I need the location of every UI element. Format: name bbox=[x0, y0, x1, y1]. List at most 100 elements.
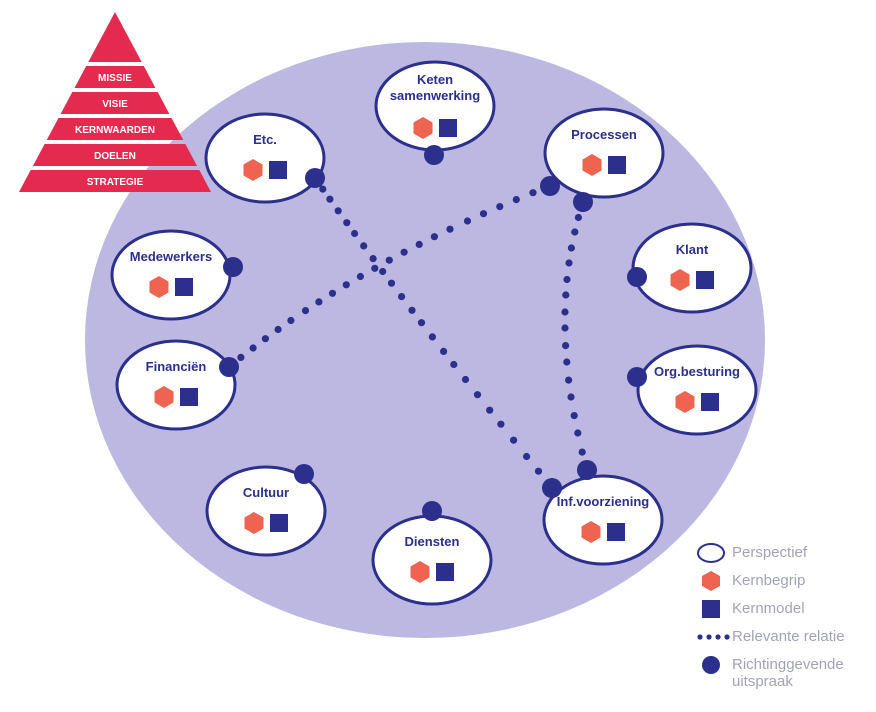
relation-dot bbox=[385, 256, 393, 264]
relation-dot bbox=[334, 207, 342, 215]
square-icon bbox=[696, 271, 714, 289]
perspective-etc[interactable]: Etc. bbox=[204, 112, 326, 204]
relation-dot bbox=[565, 376, 573, 384]
richtinggevende-uitspraak-dot[interactable] bbox=[223, 257, 243, 277]
perspective-label: Diensten bbox=[405, 534, 460, 549]
relation-dot bbox=[287, 316, 295, 325]
relation-dot bbox=[563, 275, 571, 284]
square-icon bbox=[439, 119, 457, 137]
hexagon-icon bbox=[670, 269, 690, 291]
relations-layer bbox=[237, 185, 586, 475]
richtinggevende-uitspraak-dot[interactable] bbox=[627, 267, 647, 287]
dot-icon bbox=[702, 656, 720, 674]
relation-dot bbox=[529, 189, 537, 197]
relation-dot bbox=[574, 429, 582, 437]
dotted-line-icon bbox=[697, 634, 730, 640]
relation-dot bbox=[315, 298, 323, 306]
legend-label-relevante-relatie: Relevante relatie bbox=[732, 628, 845, 645]
relation-dot bbox=[561, 308, 569, 316]
perspective-infvoorziening[interactable]: Inf.voorziening bbox=[542, 460, 664, 566]
legend-label-richtinggevende-uitspraak: Richtinggevende uitspraak bbox=[732, 656, 844, 690]
perspective-label: Cultuur bbox=[243, 485, 289, 500]
relation-dot bbox=[509, 436, 518, 444]
pyramid-level-label: STRATEGIE bbox=[87, 177, 144, 188]
richtinggevende-uitspraak-dot[interactable] bbox=[422, 501, 442, 521]
hexagon-icon bbox=[244, 512, 264, 534]
relation-processen-financien bbox=[237, 189, 537, 361]
richtinggevende-uitspraak-dot[interactable] bbox=[627, 367, 647, 387]
richtinggevende-uitspraak-dot[interactable] bbox=[305, 168, 325, 188]
relation-dot bbox=[571, 228, 579, 236]
perspective-processen[interactable]: Processen bbox=[540, 107, 665, 212]
legend-label-perspectief: Perspectief bbox=[732, 544, 808, 561]
relation-dot bbox=[343, 219, 351, 227]
relation-dot bbox=[360, 242, 368, 250]
hexagon-icon bbox=[675, 391, 695, 413]
perspective-ellipse bbox=[205, 465, 327, 557]
richtinggevende-uitspraak-dot[interactable] bbox=[573, 192, 593, 212]
legend-item-richtinggevende-uitspraak: Richtinggevende uitspraak bbox=[696, 654, 844, 690]
relation-dot bbox=[561, 324, 569, 332]
perspective-ellipse bbox=[204, 112, 326, 204]
perspective-orgbesturing[interactable]: Org.besturing bbox=[627, 344, 758, 436]
relation-dot bbox=[567, 244, 576, 252]
relation-dot bbox=[369, 255, 377, 263]
pyramid-top bbox=[88, 12, 142, 62]
hexagon-icon bbox=[410, 561, 430, 583]
relation-processen-infvoorziening bbox=[561, 213, 586, 456]
relation-dot bbox=[301, 307, 310, 315]
relation-dot bbox=[387, 279, 396, 287]
perspective-label: Processen bbox=[571, 127, 637, 142]
perspective-klant[interactable]: Klant bbox=[627, 222, 753, 314]
relation-dot bbox=[486, 406, 494, 414]
perspective-diensten[interactable]: Diensten bbox=[371, 501, 493, 606]
richtinggevende-uitspraak-dot[interactable] bbox=[424, 145, 444, 165]
legend-item-kernbegrip: Kernbegrip bbox=[696, 570, 805, 592]
relation-dot bbox=[417, 319, 426, 327]
square-icon bbox=[607, 523, 625, 541]
hexagon-icon bbox=[581, 521, 601, 543]
relation-dot bbox=[428, 333, 436, 341]
pyramid-level-visie: VISIE bbox=[60, 92, 170, 114]
richtinggevende-uitspraak-dot[interactable] bbox=[577, 460, 597, 480]
relation-dot bbox=[461, 375, 470, 384]
richtinggevende-uitspraak-dot[interactable] bbox=[540, 176, 560, 196]
relation-dot bbox=[274, 325, 282, 334]
relation-dot bbox=[440, 347, 448, 355]
legend-item-relevante-relatie: Relevante relatie bbox=[696, 626, 845, 648]
hexagon-icon bbox=[413, 117, 433, 139]
pyramid-level-missie: MISSIE bbox=[74, 66, 156, 88]
richtinggevende-uitspraak-dot[interactable] bbox=[542, 478, 562, 498]
relation-dot bbox=[415, 240, 423, 248]
richtinggevende-uitspraak-dot[interactable] bbox=[294, 464, 314, 484]
relation-dot bbox=[463, 217, 472, 225]
relation-dot bbox=[450, 360, 458, 369]
perspective-label: Org.besturing bbox=[654, 364, 740, 379]
perspective-ellipse bbox=[542, 474, 664, 566]
legend-label-kernbegrip: Kernbegrip bbox=[732, 572, 806, 589]
pyramid-level-label: DOELEN bbox=[94, 151, 136, 162]
relation-dot bbox=[430, 233, 438, 241]
perspective-cultuur[interactable]: Cultuur bbox=[205, 464, 327, 557]
perspective-ellipse bbox=[631, 222, 753, 314]
square-icon bbox=[702, 600, 720, 618]
perspective-medewerkers[interactable]: Medewerkers bbox=[110, 229, 243, 321]
relation-dot bbox=[534, 467, 543, 475]
perspective-label: Klant bbox=[676, 242, 709, 257]
relation-dot bbox=[496, 203, 504, 211]
relation-dot bbox=[446, 225, 454, 233]
legend-label-kernmodel: Kernmodel bbox=[732, 600, 805, 617]
perspective-financien[interactable]: Financiën bbox=[115, 339, 239, 431]
richtinggevende-uitspraak-dot[interactable] bbox=[219, 357, 239, 377]
relation-dot bbox=[261, 335, 269, 343]
hexagon-icon bbox=[582, 154, 602, 176]
relation-dot bbox=[562, 291, 570, 299]
perspective-ellipse-icon bbox=[697, 543, 725, 563]
perspective-ellipse bbox=[371, 514, 493, 606]
legend-item-kernmodel: Kernmodel bbox=[696, 598, 805, 620]
relation-dot bbox=[565, 259, 573, 267]
hexagon-icon bbox=[149, 276, 169, 298]
